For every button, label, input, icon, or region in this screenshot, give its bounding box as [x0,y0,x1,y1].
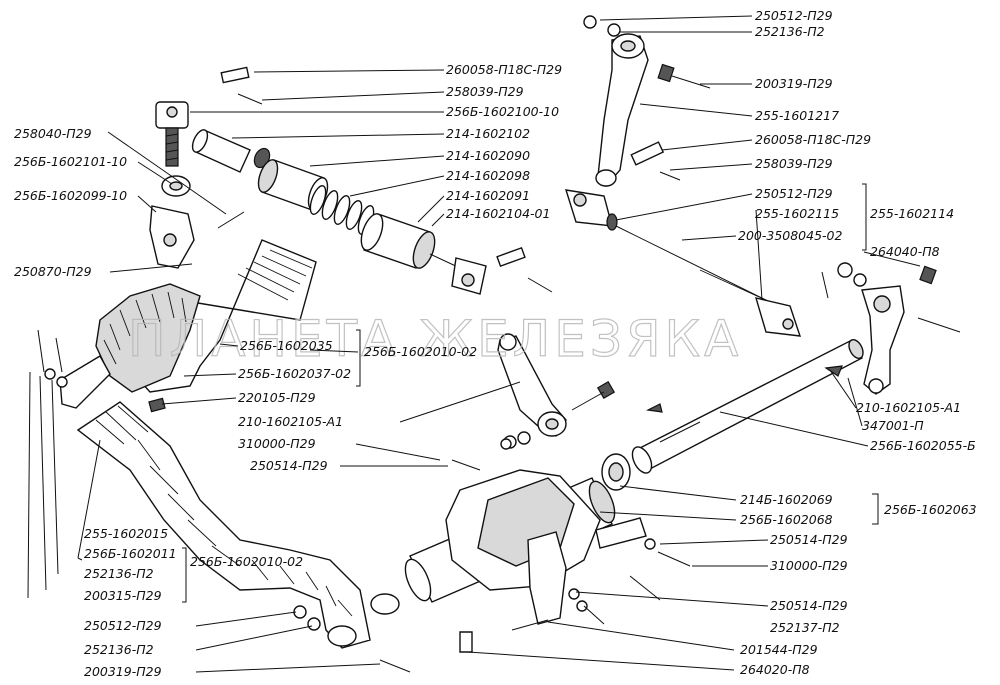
label-250870-P29: 250870-П29 [14,264,92,279]
label-214-1602091: 214-1602091 [446,188,530,203]
label-260058-P18S-P29-left: 260058-П18С-П29 [446,62,562,77]
label-214B-1602069: 214Б-1602069 [740,492,833,507]
label-201544-P29: 201544-П29 [740,642,818,657]
label-210-1602105-A1-right: 210-1602105-А1 [856,400,961,415]
label-214-1602098: 214-1602098 [446,168,530,183]
label-256B-1602099-10: 256Б-1602099-10 [14,188,127,203]
bolts-left [37,329,68,388]
part-drawings [37,15,961,673]
label-310000-P29-top: 310000-П29 [238,436,316,451]
sector-256B-1602035 [59,239,317,409]
label-250514-P29-top: 250514-П29 [250,458,328,473]
label-256B-1602068: 256Б-1602068 [740,512,833,527]
shaft-256B-1602055-B [631,338,864,474]
label-group-256B-1602010-02-top: 256Б-1602010-02 [364,344,477,359]
label-264040-P8: 264040-П8 [870,244,940,259]
bolt-200319-top [657,63,711,89]
label-250514-P29-bottom: 250514-П29 [770,598,848,613]
label-252137-P2: 252137-П2 [770,620,840,635]
part-labels: 250512-П29 252136-П2 260058-П18С-П29 200… [14,8,977,679]
label-264020-P8: 264020-П8 [740,662,810,677]
label-200315-P29: 200315-П29 [84,588,162,603]
leader-lines [27,15,921,673]
label-258040-P29: 258040-П29 [14,126,92,141]
label-252136-P2-bottom: 252136-П2 [84,642,154,657]
label-200-3508045-02: 200-3508045-02 [738,228,843,243]
spring-214-1602098 [309,185,375,235]
swivel-256B-1602100-10 [155,101,189,167]
label-256B-1602035: 256Б-1602035 [240,338,333,353]
label-200319-P29-top: 200319-П29 [755,76,833,91]
pin-260058-left [220,66,263,105]
label-214-1602102: 214-1602102 [446,126,530,141]
label-214-1602104-01: 214-1602104-01 [446,206,550,221]
label-group-255-1602114: 255-1602114 [870,206,954,221]
label-200319-P29-bottom: 200319-П29 [84,664,162,679]
label-250512-P29-top: 250512-П29 [755,8,833,23]
housing-256B-1602063 [404,438,691,653]
pedal-lever-256B-1602010-02 [76,401,411,673]
label-258039-P29-left: 258039-П29 [446,84,524,99]
label-255-1601217: 255-1601217 [755,108,839,123]
label-255-1602015: 255-1602015 [84,526,168,541]
label-310000-P29-bottom: 310000-П29 [770,558,848,573]
sleeve-214-1602091 [360,213,436,269]
label-256B-1602101-10: 256Б-1602101-10 [14,154,127,169]
label-214-1602090: 214-1602090 [446,148,530,163]
bolt-220105 [148,397,166,413]
pin-260058-right [630,141,681,181]
watermark-text: ПЛАНЕТА ЖЕЛЕЗЯКА [128,310,742,368]
label-256B-1602055-B: 256Б-1602055-Б [870,438,976,453]
label-252136-P2-top: 252136-П2 [755,24,825,39]
label-250514-P29-mid: 250514-П29 [770,532,848,547]
label-255-1602115: 255-1602115 [755,206,839,221]
label-256B-1602100-10: 256Б-1602100-10 [446,104,559,119]
tie-rod-255-1602114 [564,189,802,337]
label-256B-1602011: 256Б-1602011 [84,546,177,561]
label-256B-1602037-02: 256Б-1602037-02 [238,366,351,381]
label-250512-P29-bottom: 250512-П29 [84,618,162,633]
label-347001-P: 347001-П [862,418,924,433]
lever-210-1602105-A1-right [821,262,961,395]
tube-214-1602102 [191,129,271,173]
label-220105-P29: 220105-П29 [238,390,316,405]
label-258039-P29-right: 258039-П29 [755,156,833,171]
label-250512-P29-mid: 250512-П29 [755,186,833,201]
label-group-256B-1602010-02-bottom: 256Б-1602010-02 [190,554,303,569]
label-210-1602105-A1-left: 210-1602105-А1 [238,414,343,429]
label-group-256B-1602063: 256Б-1602063 [884,502,977,517]
label-252136-P2-left: 252136-П2 [84,566,154,581]
bracket-256B-1602099-10 [149,175,245,269]
label-260058-P18S-P29-right: 260058-П18С-П29 [755,132,871,147]
lever-255-1601217 [583,15,649,188]
rod-end-214-1602104-01 [429,246,553,295]
